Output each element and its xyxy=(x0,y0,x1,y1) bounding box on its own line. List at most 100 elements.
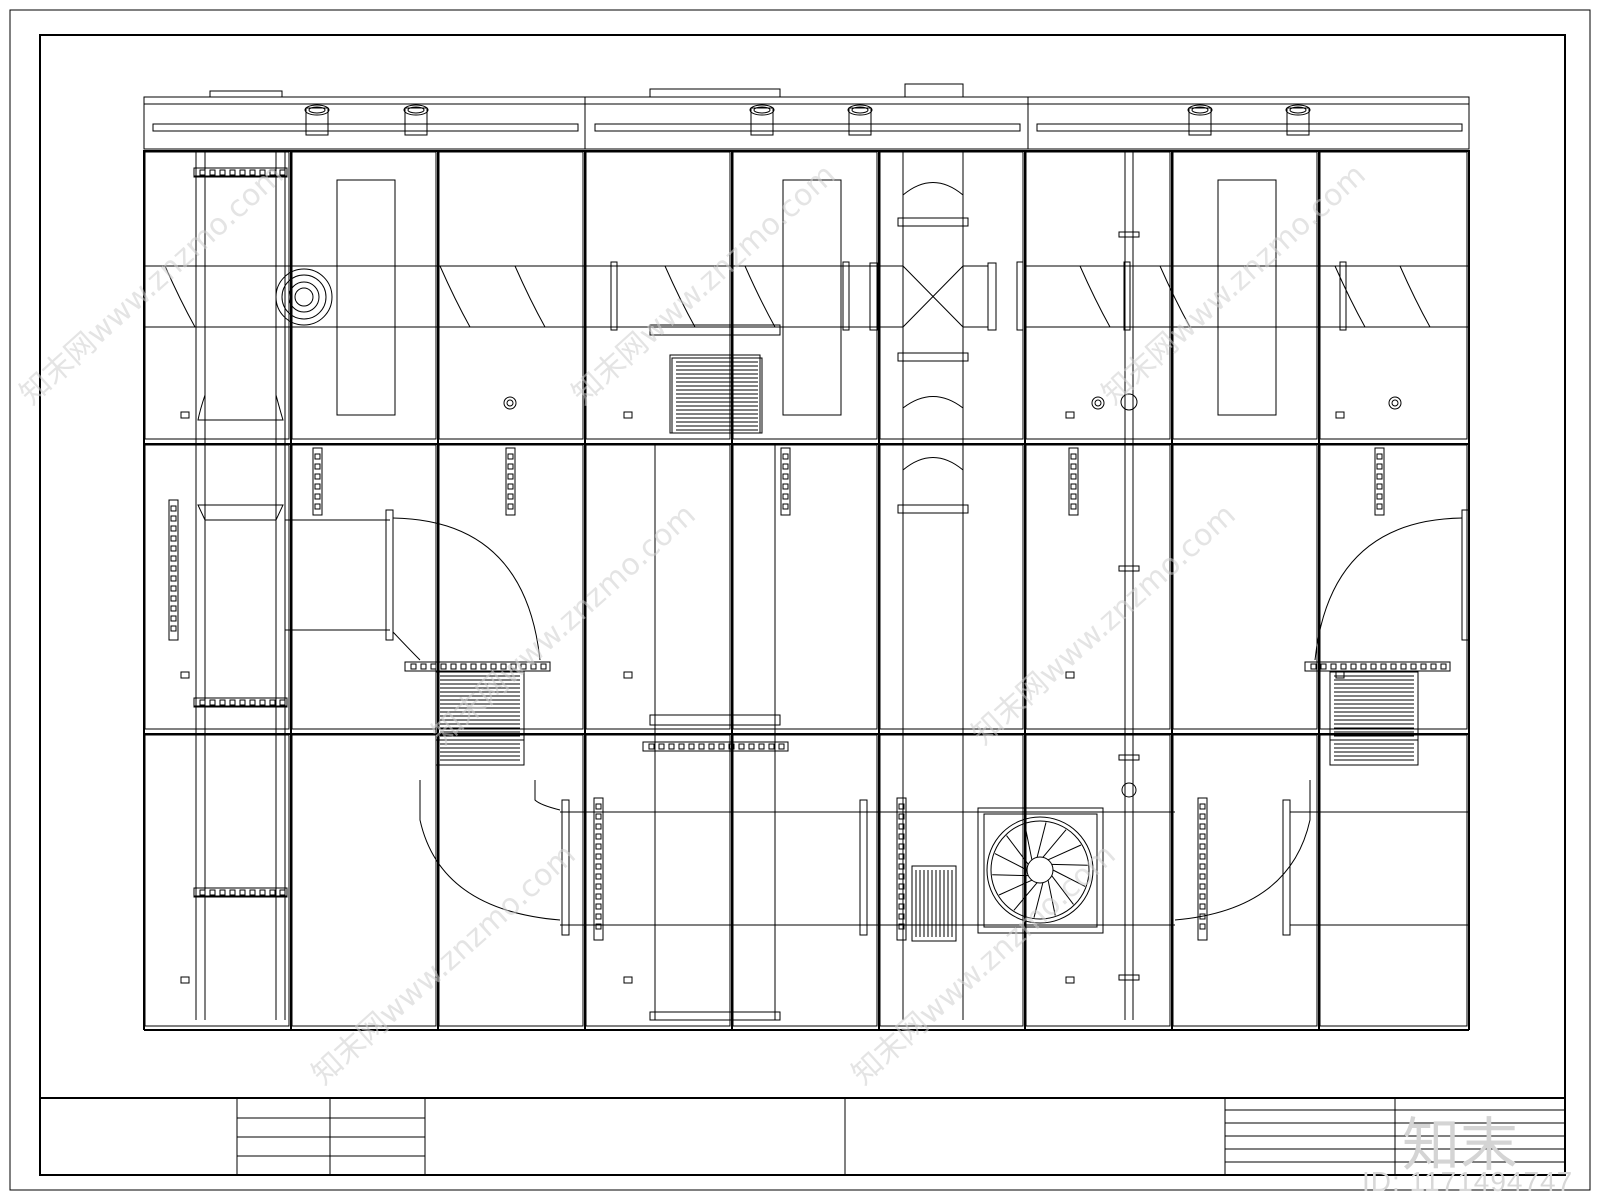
strap-hole xyxy=(1070,473,1077,480)
strap-hole xyxy=(199,889,206,896)
strap-hole xyxy=(898,833,905,840)
louver-frame xyxy=(1329,739,1419,766)
strap-h xyxy=(193,697,288,708)
strap-v xyxy=(780,447,791,516)
nozzle-rim xyxy=(304,104,330,116)
strap-hole xyxy=(1376,453,1383,460)
strap-hole xyxy=(229,889,236,896)
strap-hole xyxy=(1199,883,1206,890)
strap-hole xyxy=(170,625,177,632)
strap-hole xyxy=(170,585,177,592)
fan-blade xyxy=(1047,844,1082,861)
strap-hole xyxy=(259,699,266,706)
strap-hole xyxy=(658,743,665,750)
strap-hole xyxy=(1440,663,1447,670)
strap-hole xyxy=(1199,853,1206,860)
louver-frame xyxy=(435,739,525,766)
strap-hole xyxy=(898,923,905,930)
strap-hole xyxy=(698,743,705,750)
strap-hole xyxy=(314,503,321,510)
wall-panel xyxy=(1319,444,1468,730)
fan-blade xyxy=(1051,863,1088,866)
strap-hole xyxy=(500,663,507,670)
strap-h xyxy=(193,887,288,898)
strap-hole xyxy=(898,893,905,900)
strap-hole xyxy=(199,169,206,176)
strap-hole xyxy=(170,565,177,572)
strap-hole xyxy=(249,889,256,896)
strap-hole xyxy=(768,743,775,750)
axial-fan xyxy=(977,807,1104,934)
spiral-duct-row1 xyxy=(144,265,1469,328)
nozzle-inner xyxy=(1289,106,1307,114)
strap-hole xyxy=(170,605,177,612)
bracket xyxy=(1065,976,1075,984)
strap-hole xyxy=(510,663,517,670)
strap-hole xyxy=(1199,843,1206,850)
strap-hole xyxy=(595,803,602,810)
strap-v xyxy=(1374,447,1385,516)
bracket xyxy=(623,976,633,984)
fan-blade xyxy=(994,853,1028,871)
wall-panel xyxy=(879,444,1024,730)
strap-hole xyxy=(782,453,789,460)
strap-hole xyxy=(219,169,226,176)
strap-hole xyxy=(782,503,789,510)
bracket xyxy=(623,671,633,679)
nozzle-rim xyxy=(749,104,775,116)
strap-h xyxy=(193,167,288,178)
strap-hole xyxy=(782,483,789,490)
strap-hole xyxy=(199,699,206,706)
wall-panel xyxy=(144,444,290,730)
strap-hole xyxy=(490,663,497,670)
strap-hole xyxy=(1420,663,1427,670)
strap-hole xyxy=(1380,663,1387,670)
rect-grilles-row1 xyxy=(336,179,1277,416)
strap-hole xyxy=(259,889,266,896)
strap-hole xyxy=(898,903,905,910)
bracket xyxy=(180,976,190,984)
wall-panel xyxy=(438,444,584,730)
wall-panel xyxy=(438,151,584,440)
nozzle-inner xyxy=(753,106,771,114)
watermark-id: ID: 1171494747 xyxy=(1362,1166,1574,1197)
strap-hole xyxy=(1350,663,1357,670)
louver-frame xyxy=(671,357,763,434)
strap-hole xyxy=(170,575,177,582)
strap-hole xyxy=(898,883,905,890)
strap-h xyxy=(404,661,551,672)
strap-hole xyxy=(1376,503,1383,510)
fan-blade xyxy=(1013,882,1038,911)
fan-blade xyxy=(1036,822,1047,858)
fan-blade xyxy=(1052,869,1086,887)
strap-hole xyxy=(170,545,177,552)
nozzle-body xyxy=(404,107,428,136)
strap-hole xyxy=(410,663,417,670)
top-rail xyxy=(143,83,1470,150)
strap-hole xyxy=(782,493,789,500)
strap-hole xyxy=(1199,823,1206,830)
wall-panel xyxy=(732,151,878,440)
strap-hole xyxy=(314,493,321,500)
strap-hole xyxy=(507,503,514,510)
strap-hole xyxy=(314,463,321,470)
louver-grilles xyxy=(435,357,1419,942)
strap-hole xyxy=(1430,663,1437,670)
strap-hole xyxy=(450,663,457,670)
fan-blade xyxy=(998,879,1033,896)
strap-hole xyxy=(668,743,675,750)
strap-hole xyxy=(648,743,655,750)
strap-hole xyxy=(219,699,226,706)
wall-panel xyxy=(1025,444,1171,730)
strap-hole xyxy=(239,889,246,896)
strap-hole xyxy=(782,463,789,470)
nozzle-inner xyxy=(308,106,326,114)
fan-blade xyxy=(1047,880,1056,916)
wall-panel xyxy=(879,151,1024,440)
strap-hole xyxy=(170,525,177,532)
strap-hole xyxy=(1340,663,1347,670)
strap-hole xyxy=(898,873,905,880)
strap-hole xyxy=(229,699,236,706)
strap-hole xyxy=(249,169,256,176)
strap-hole xyxy=(595,863,602,870)
